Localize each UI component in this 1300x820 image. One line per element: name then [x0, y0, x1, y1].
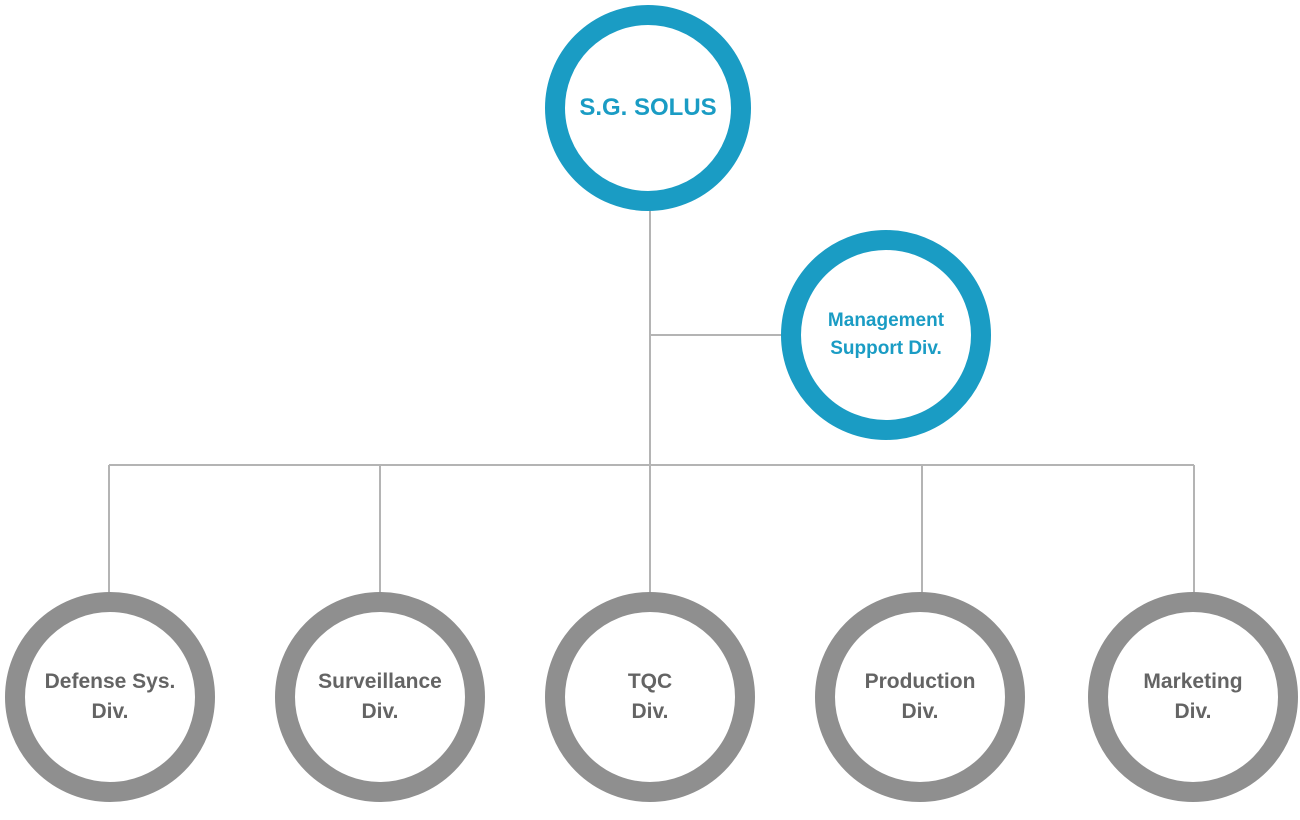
division-label-line-2: Div. [361, 700, 399, 723]
management-support-node: Management Support Div. [781, 230, 991, 440]
division-node-defense-sys: Defense Sys. Div. [5, 592, 215, 802]
division-label-line-2: Div. [631, 700, 669, 723]
division-label-line-1: Surveillance [318, 669, 442, 693]
management-support-label-line-2: Support Div. [830, 338, 942, 359]
division-label-line-2: Div. [1174, 700, 1212, 723]
division-label: Marketing Div. [1143, 667, 1242, 728]
root-label: S.G. SOLUS [579, 92, 716, 123]
division-label: Surveillance Div. [318, 667, 442, 728]
division-label: Production Div. [865, 667, 976, 728]
division-label: TQC Div. [628, 667, 672, 728]
division-label-line-2: Div. [901, 700, 939, 723]
division-label-line-1: Production [864, 669, 976, 693]
management-support-label-line-1: Management [827, 310, 945, 332]
division-label-line-1: Defense Sys. [44, 669, 176, 693]
management-support-label: Management Support Div. [828, 307, 944, 362]
division-node-surveillance: Surveillance Div. [275, 592, 485, 802]
division-label: Defense Sys. Div. [45, 667, 176, 728]
root-label-line: S.G. SOLUS [579, 94, 717, 122]
division-node-production: Production Div. [815, 592, 1025, 802]
division-node-marketing: Marketing Div. [1088, 592, 1298, 802]
division-label-line-2: Div. [91, 700, 129, 723]
division-label-line-1: Marketing [1143, 669, 1243, 693]
division-label-line-1: TQC [627, 669, 673, 693]
division-node-tqc: TQC Div. [545, 592, 755, 802]
root-node: S.G. SOLUS [545, 5, 751, 211]
